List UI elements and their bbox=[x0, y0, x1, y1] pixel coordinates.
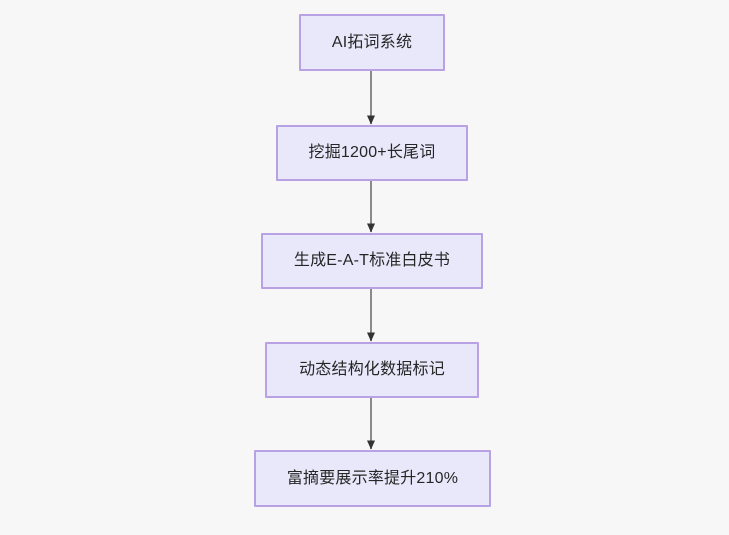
node-label: 挖掘1200+长尾词 bbox=[308, 144, 436, 162]
node-label: 富摘要展示率提升210% bbox=[286, 469, 459, 487]
node-label: AI拓词系统 bbox=[331, 33, 413, 51]
flowchart-node-generate-eat-whitepaper[interactable]: 生成E-A-T标准白皮书 bbox=[261, 233, 483, 289]
flowchart-node-dynamic-structured-data-markup[interactable]: 动态结构化数据标记 bbox=[265, 342, 479, 398]
flowchart-node-mine-longtail-keywords[interactable]: 挖掘1200+长尾词 bbox=[276, 125, 468, 181]
flowchart-node-rich-snippet-impression-uplift[interactable]: 富摘要展示率提升210% bbox=[254, 450, 491, 507]
node-label: 动态结构化数据标记 bbox=[299, 361, 445, 379]
flowchart-node-ai-keyword-system[interactable]: AI拓词系统 bbox=[299, 14, 445, 71]
node-label: 生成E-A-T标准白皮书 bbox=[293, 252, 451, 270]
